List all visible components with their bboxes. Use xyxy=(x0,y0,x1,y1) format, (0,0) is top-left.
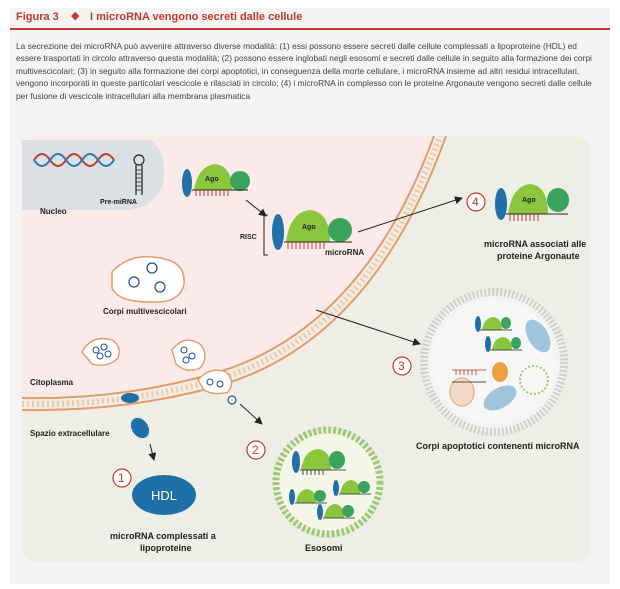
figure-caption: La secrezione dei microRNA può avvenire … xyxy=(16,41,592,101)
step-1-number: 1 xyxy=(118,471,125,485)
arrow-to-risc xyxy=(245,199,267,217)
arrow-step-4 xyxy=(357,196,463,233)
pre-mirna-label: Pre-miRNA xyxy=(100,199,137,206)
nucleo-label: Nucleo xyxy=(40,207,67,216)
arrow-step-2 xyxy=(239,403,263,425)
step-4-number: 4 xyxy=(472,195,479,209)
hdl-budding xyxy=(121,393,139,403)
hdl-label: HDL xyxy=(151,488,177,503)
ago-label-risc: Ago xyxy=(302,224,316,231)
lipoproteine-label-2: lipoproteine xyxy=(140,543,192,553)
arrow-step-1 xyxy=(148,443,157,461)
nucleus xyxy=(22,140,165,210)
apoptotic-body xyxy=(420,288,568,436)
ago-label-top: Ago xyxy=(205,176,219,183)
microrna-label: microRNA xyxy=(325,248,364,257)
pre-mirna-hairpin-icon xyxy=(133,154,145,195)
argonaute-label-1: microRNA associati alle xyxy=(484,239,586,249)
step-1-badge xyxy=(112,468,132,488)
figure-title: I microRNA vengono secreti dalle cellule xyxy=(90,11,303,23)
spazio-extracellulare-label: Spazio extracellulare xyxy=(30,429,110,438)
step-3-number: 3 xyxy=(398,359,405,373)
step-2-badge xyxy=(246,440,266,460)
hdl-released xyxy=(130,417,150,439)
argonaute-label-2: proteine Argonaute xyxy=(497,251,580,261)
esosomi-label: Esosomi xyxy=(305,543,343,553)
ago-label-released: Ago xyxy=(522,197,536,204)
small-mvb-right xyxy=(171,339,206,371)
fusing-mvb xyxy=(197,369,237,405)
multivesicular-body xyxy=(111,255,185,303)
ago-complex-top: Ago xyxy=(182,164,250,197)
lipoproteine-label-1: microRNA complessati a xyxy=(110,531,217,541)
citoplasma-label: Citoplasma xyxy=(30,378,74,387)
figure-header: Figura 3 ◆ I microRNA vengono secreti da… xyxy=(10,8,610,30)
figure-label: Figura 3 xyxy=(16,11,59,23)
step-4-badge xyxy=(466,192,486,212)
step-2-number: 2 xyxy=(252,443,259,457)
risc-label: RISC xyxy=(240,234,257,241)
risc-complex: Ago xyxy=(263,210,352,256)
exosome xyxy=(272,426,384,538)
corpi-apoptotici-label: Corpi apoptotici contenenti microRNA xyxy=(416,441,580,451)
corpi-multivescicolari-label: Corpi multivescicolari xyxy=(103,307,187,316)
diamond-icon: ◆ xyxy=(71,10,80,22)
ago-complex-released: Ago xyxy=(495,184,569,221)
dna-icon xyxy=(33,153,115,167)
arrow-step-3 xyxy=(315,309,421,346)
small-mvb-left xyxy=(81,337,120,366)
hdl-particle xyxy=(132,475,196,515)
step-3-badge xyxy=(392,356,412,376)
